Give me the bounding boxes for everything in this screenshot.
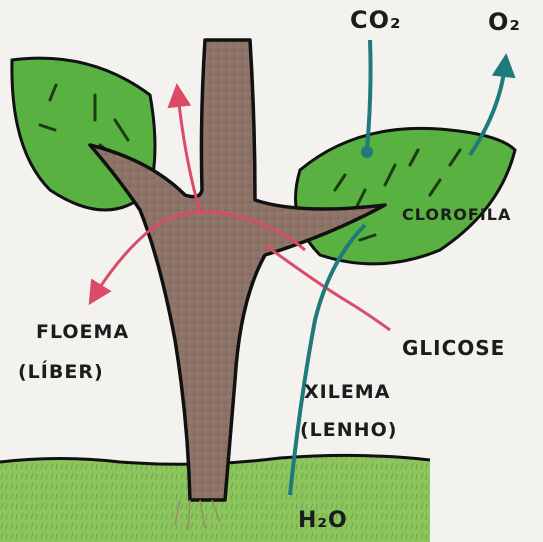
- label-h2o: H₂O: [298, 508, 348, 533]
- label-floema: FLOEMA: [36, 321, 129, 343]
- label-glicose: GLICOSE: [402, 336, 505, 360]
- label-clorofila: CLOROFILA: [402, 205, 511, 224]
- label-xilema: XILEMA: [304, 381, 390, 403]
- label-liber: (LÍBER): [18, 360, 104, 383]
- label-o2: O₂: [488, 8, 521, 36]
- right-leaf: [296, 128, 516, 264]
- label-lenho: (LENHO): [300, 419, 397, 441]
- label-co2: CO₂: [350, 6, 402, 34]
